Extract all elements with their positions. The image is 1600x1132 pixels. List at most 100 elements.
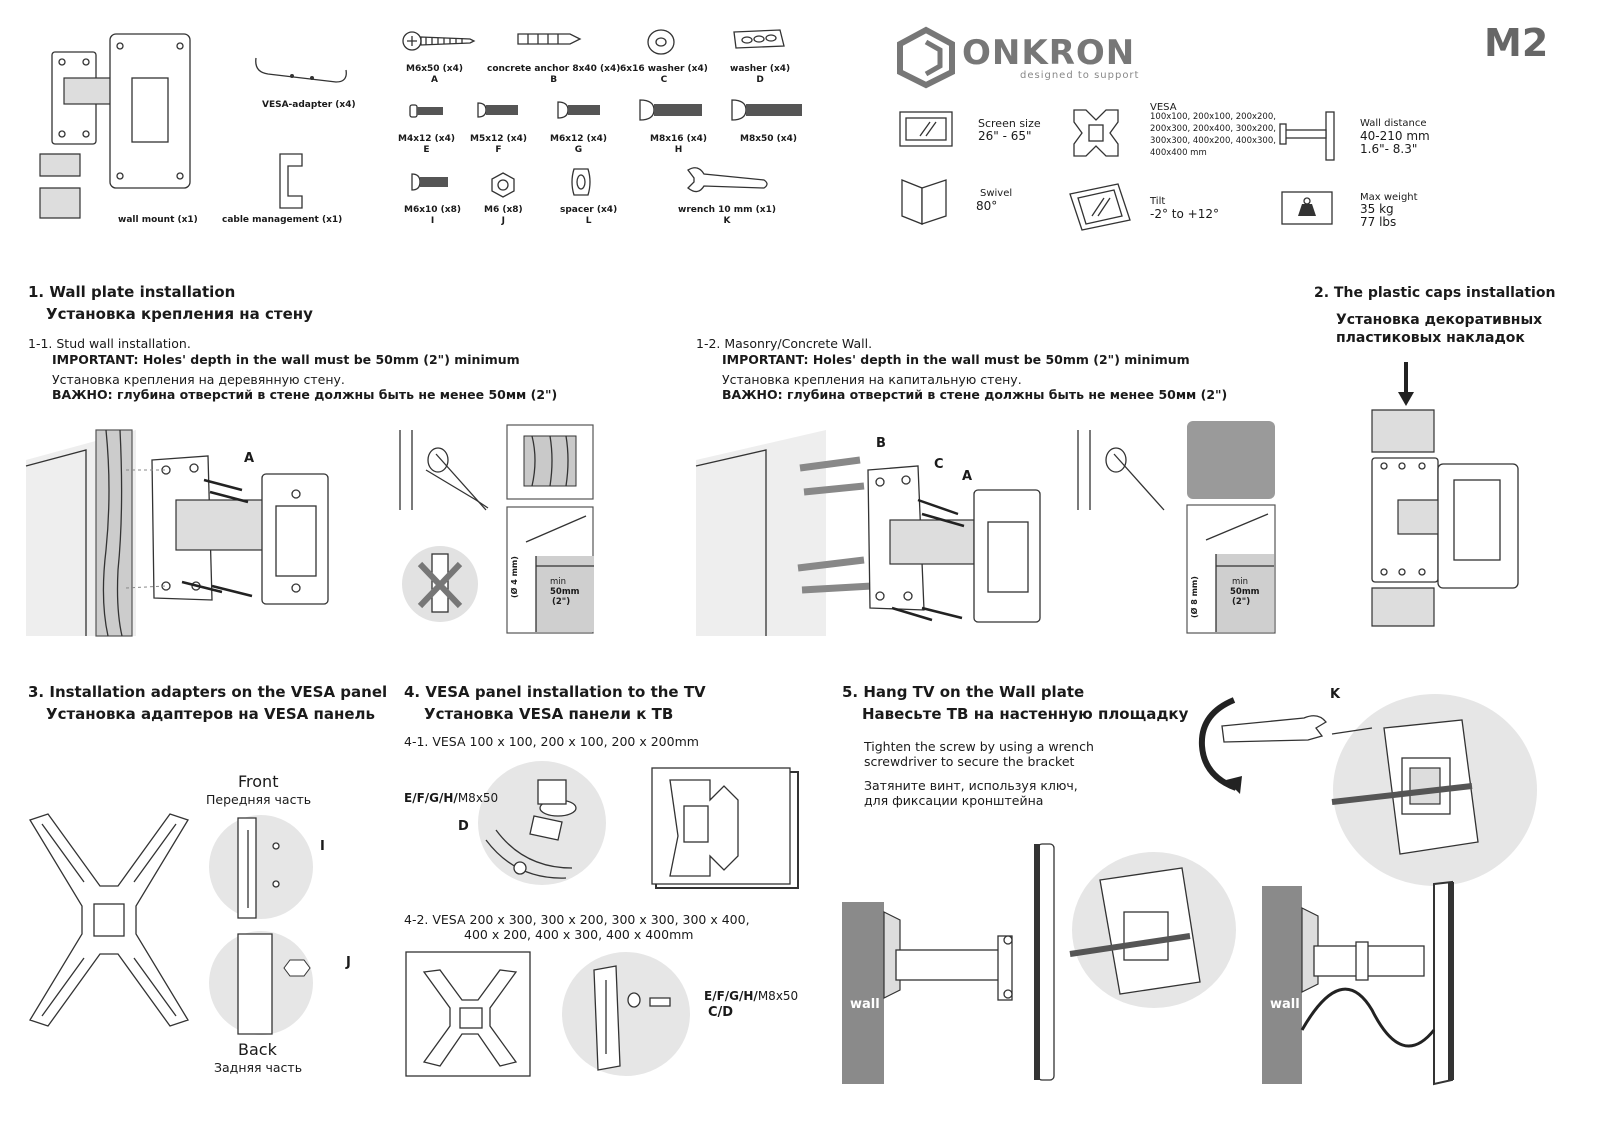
hw-f: M5x12 (x4)F [470,134,527,156]
step2-title-ru-1: Установка декоративных [1336,312,1543,328]
brand-name: ONKRON [962,33,1136,73]
hw-i: M6x10 (x8)I [404,205,461,227]
spec-vesa-line2: 200x300, 200x400, 300x200, [1150,124,1276,134]
spec-vesa-line1: 100x100, 200x100, 200x200, [1150,112,1276,122]
screw-f-icon [477,102,518,118]
step1-title-ru: Установка крепления на стену [46,305,313,323]
spec-weight-label: Max weight [1360,192,1418,203]
step5-text-2: screwdriver to secure the bracket [864,754,1075,769]
depth-val-label-1: 50mm [550,587,580,597]
spec-tilt-label: Tilt [1150,196,1166,207]
back-label: Back [238,1040,277,1059]
vesa-adapter-illustration [255,57,347,83]
step4-2-screw-label: E/F/G/H/M8x50 [704,989,799,1004]
hw-g: M6x12 (x4)G [550,134,607,156]
hw-j: M6 (x8)J [484,205,523,227]
spec-vesa-label: VESA [1150,102,1177,113]
hw-m8x50: M8x50 (x4) [740,134,797,144]
step4-1-screw-size: M8x50 [457,791,499,805]
step5-title: 5. Hang TV on the Wall plate [842,683,1085,701]
step1-2-label-c: C [934,457,944,472]
step5-side-view-b [1262,880,1454,1086]
washer-d-icon [733,29,785,49]
step4-title: 4. VESA panel installation to the TV [404,683,706,701]
spec-weight-value2: 77 lbs [1360,215,1397,229]
step4-2-screw-size: M8x50 [757,989,799,1003]
step5-text-ru-2: для фиксации кронштейна [864,793,1044,808]
spec-tilt-value: -2° to +12° [1150,207,1219,221]
step1-1-ru-important: ВАЖНО: глубина отверстий в стене должны … [52,387,558,402]
onkron-logo-icon [897,26,955,89]
step3-label-j: J [346,955,351,970]
spec-wall-value2: 1.6"- 8.3" [1360,142,1418,156]
step3-title: 3. Installation adapters on the VESA pan… [28,683,388,701]
wall-mount-label: wall mount (x1) [118,215,198,225]
hw-e: M4x12 (x4)E [398,134,455,156]
step1-1-title: 1-1. Stud wall installation. [28,336,191,351]
step5-tighten-circle [1331,694,1537,886]
step4-label-d: D [458,819,469,834]
brand-tagline: designed to support [1020,70,1140,81]
step1-2-label-b: B [876,436,886,451]
concrete-texture-detail [1187,421,1275,499]
stud-finder-detail [399,430,489,511]
step4-2-detail-circle [562,952,690,1076]
no-anchor-icon [402,546,478,622]
step5-text-ru-1: Затяните винт, используя ключ, [864,778,1078,793]
step3-title-ru: Установка адаптеров на VESA панель [46,705,375,723]
step3-label-i: I [320,839,325,854]
step4-2-text-1: 4-2. VESA 200 x 300, 300 x 200, 300 x 30… [404,912,750,927]
drill-4mm-label: (Ø 4 mm) [510,556,519,598]
screen-size-icon [899,111,953,147]
front-label: Front [238,772,279,791]
wall-distance-icon [1279,111,1335,161]
step1-2-ru: Установка крепления на капитальную стену… [722,372,1022,387]
step1-1-label-a: A [244,451,255,466]
spec-screen-value: 26" - 65" [978,129,1032,143]
vesa-icon [1073,109,1119,157]
step2-title: 2. The plastic caps installation [1314,285,1556,301]
hw-h: M8x16 (x4)H [650,134,707,156]
cable-management-label: cable management (x1) [222,215,343,225]
spec-swivel-value: 80° [976,199,998,213]
caps-installation-illustration [1371,362,1519,627]
screw-m8x50-icon [731,99,802,121]
wood-texture-detail [506,424,594,500]
screw-g-icon [557,101,600,119]
hw-d: washer (x4)D [730,64,791,86]
back-detail-circle [209,931,313,1035]
spacer-l-icon [571,168,591,196]
hw-c: 6x16 washer (x4)C [620,64,708,86]
spec-wall-value1: 40-210 mm [1360,129,1430,143]
screw-h-icon [639,99,702,121]
concrete-finder-detail [1077,430,1165,511]
vesa-adapter-label: VESA-adapter (x4) [262,100,356,110]
concrete-drill-depth-detail [1186,504,1276,634]
step1-title: 1. Wall plate installation [28,283,236,301]
step1-2-label-a: A [962,469,973,484]
depth-in-label-2: (2") [1232,597,1251,607]
step4-title-ru: Установка VESA панели к ТВ [424,705,674,723]
stud-wall-illustration [25,429,329,637]
step4-1-text: 4-1. VESA 100 x 100, 200 x 100, 200 x 20… [404,734,699,749]
hw-k: wrench 10 mm (x1)K [678,205,776,227]
step4-1-screw-label: E/F/G/H/M8x50 [404,791,499,806]
cable-management-illustration [279,153,303,209]
depth-val-label-2: 50mm [1230,587,1260,597]
depth-min-label-2: min [1232,577,1249,587]
front-label-ru: Передняя часть [206,792,312,807]
depth-in-label-1: (2") [552,597,571,607]
wall-label-1: wall [850,997,880,1012]
concrete-anchor-icon [517,33,582,45]
step5-text-1: Tighten the screw by using a wrench [864,739,1094,754]
concrete-wall-illustration [695,430,1041,636]
screw-a-icon [402,31,476,51]
hw-a: M6x50 (x4)A [406,64,463,86]
step1-1-ru: Установка крепления на деревянную стену. [52,372,345,387]
step5-label-k: K [1330,687,1341,702]
wall-label-2: wall [1270,997,1300,1012]
hw-b: concrete anchor 8x40 (x4)B [487,64,621,86]
screw-e-icon [409,104,443,118]
wrench-rotation-icon [1198,697,1327,794]
wall-mount-illustration [39,33,191,219]
